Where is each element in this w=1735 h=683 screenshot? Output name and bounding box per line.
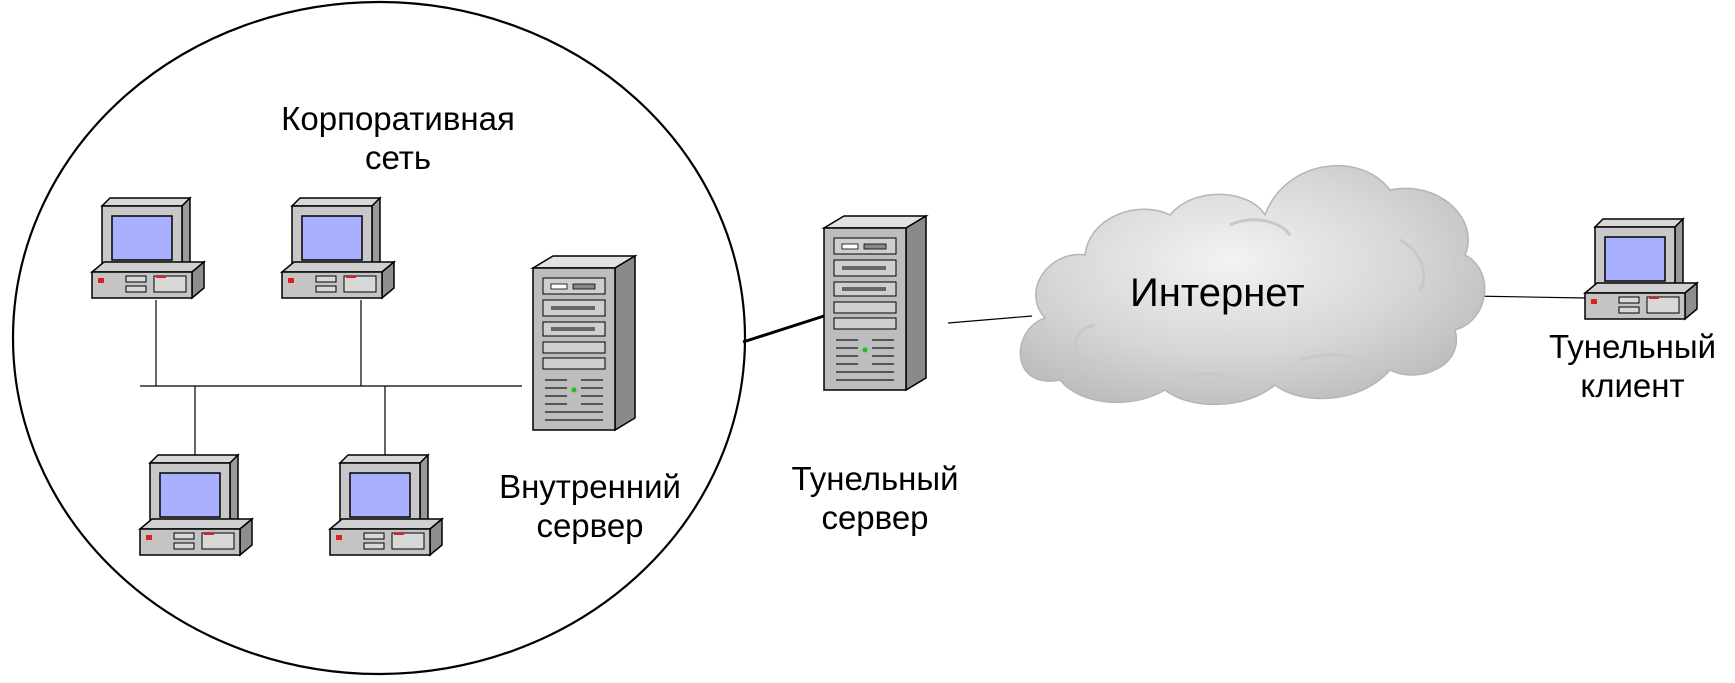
lan-wiring xyxy=(140,300,522,455)
workstation-icon-2 xyxy=(281,197,395,299)
internet-cloud-icon xyxy=(1019,164,1486,406)
tunnel-server-label: Тунельный сервер xyxy=(760,460,990,538)
link-corporate-to-tunnel-server xyxy=(742,314,825,344)
internal-server-icon xyxy=(532,255,636,431)
tunnel-server-label-line2: сервер xyxy=(821,498,929,536)
workstation-icon-3 xyxy=(139,454,253,556)
internal-server-label-line1: Внутренний xyxy=(499,468,681,505)
corporate-network-label-line2: сеть xyxy=(364,138,432,176)
tunnel-client-label-line1: Тунельный xyxy=(1548,328,1717,365)
tunnel-server-label-line1: Тунельный xyxy=(791,460,959,497)
internal-server-label: Внутренний сервер xyxy=(480,468,700,546)
internet-label: Интернет xyxy=(1130,271,1305,315)
corporate-network-label: Корпоративная сеть xyxy=(248,100,548,178)
tunnel-server-icon xyxy=(823,215,927,391)
workstation-icon-1 xyxy=(91,197,205,299)
tunnel-client-icon xyxy=(1584,218,1698,320)
tunnel-client-label-line2: клиент xyxy=(1580,366,1685,404)
link-internet-to-tunnel-client xyxy=(1469,295,1586,299)
corporate-network-label-line1: Корпоративная xyxy=(281,100,515,137)
tunnel-client-label: Тунельный клиент xyxy=(1530,328,1735,406)
internal-server-label-line2: сервер xyxy=(536,506,644,544)
link-tunnel-server-to-internet xyxy=(947,315,1033,324)
workstation-icon-4 xyxy=(329,454,443,556)
corporate-network-boundary xyxy=(11,0,747,676)
